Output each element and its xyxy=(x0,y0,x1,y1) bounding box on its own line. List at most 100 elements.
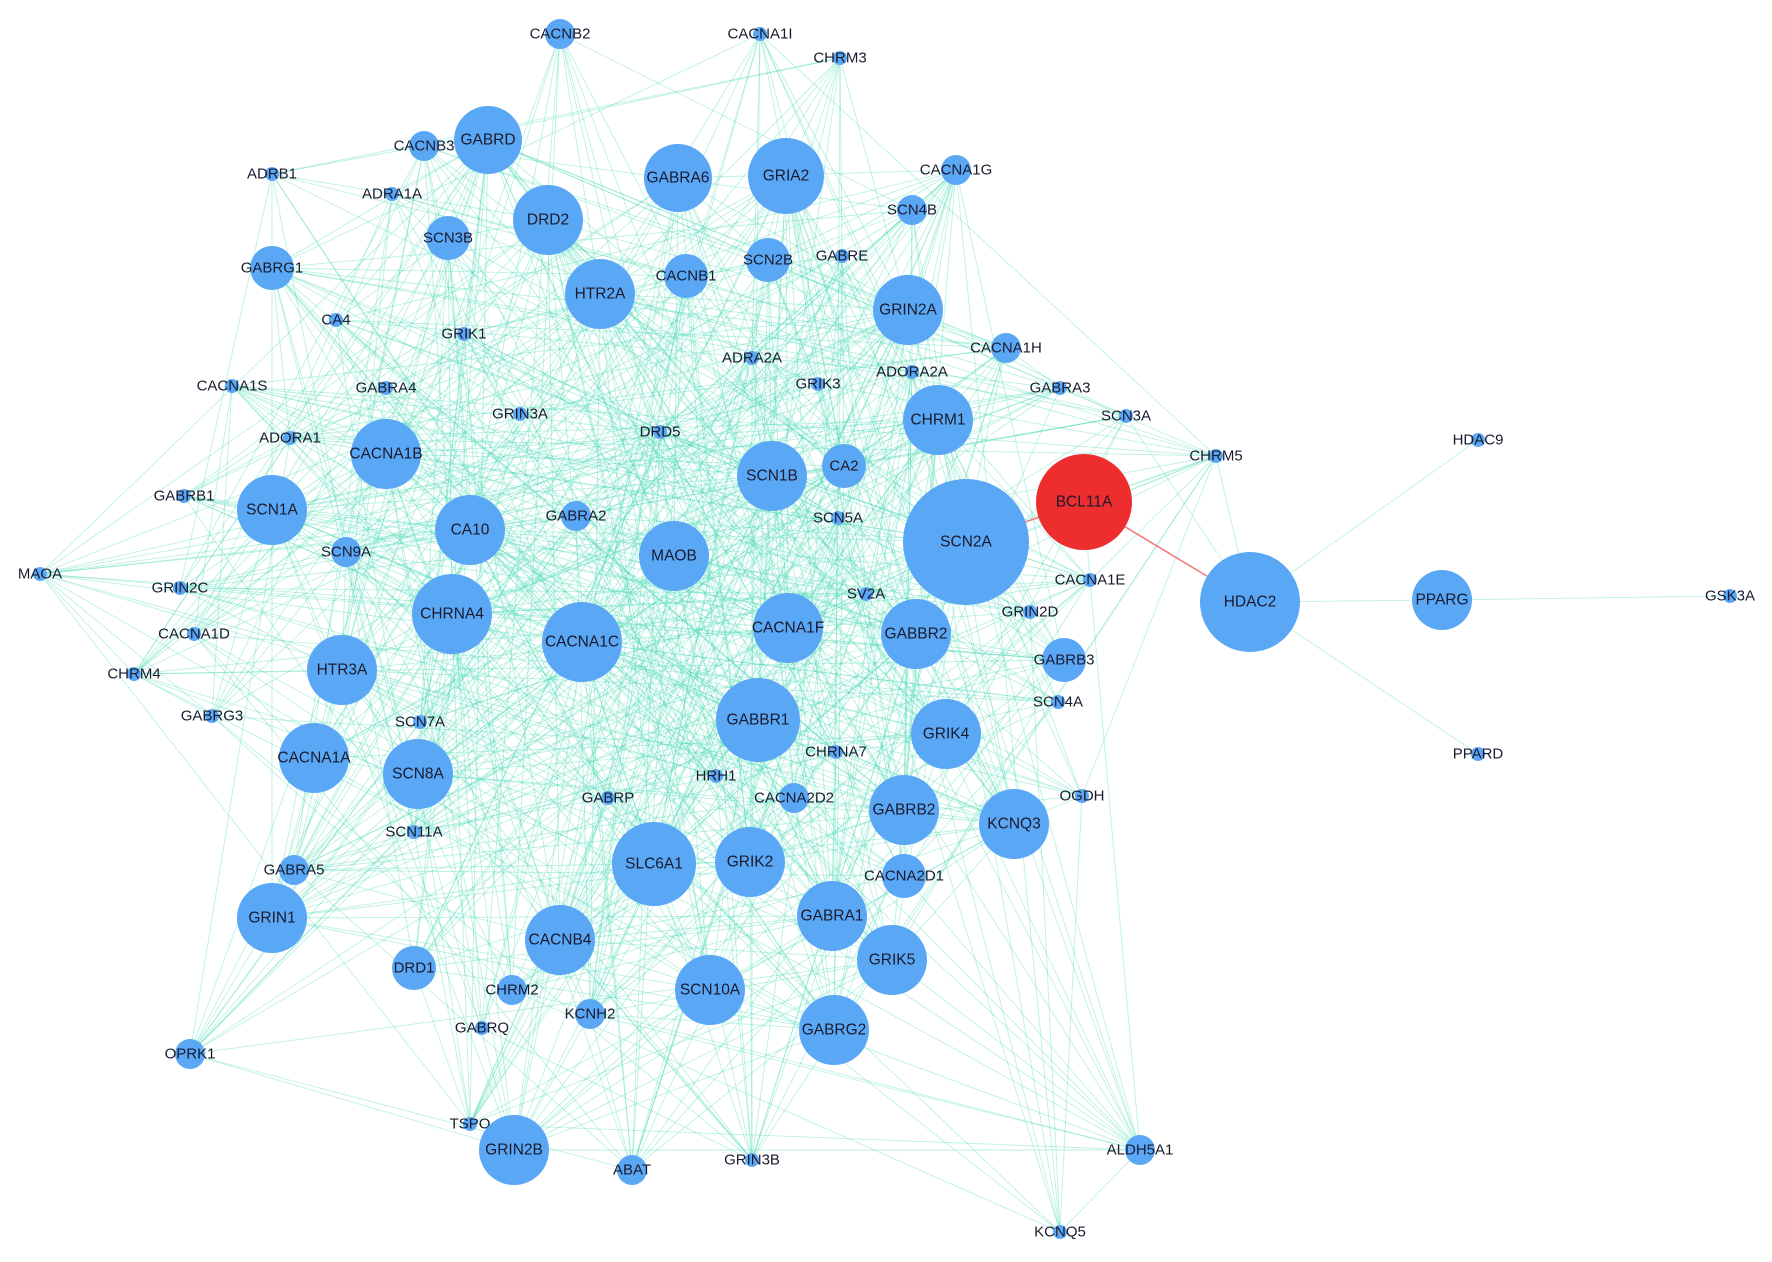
node-cacna1c[interactable]: CACNA1C xyxy=(542,602,622,682)
node-circle[interactable] xyxy=(1023,605,1037,619)
node-cacna2d2[interactable]: CACNA2D2 xyxy=(754,783,834,813)
node-circle[interactable] xyxy=(187,627,201,641)
node-ogdh[interactable]: OGDH xyxy=(1060,788,1105,805)
node-ca4[interactable]: CA4 xyxy=(321,312,350,329)
node-circle[interactable] xyxy=(1200,552,1300,652)
node-slc6a1[interactable]: SLC6A1 xyxy=(612,822,696,906)
node-tspo[interactable]: TSPO xyxy=(450,1116,491,1133)
node-chrm2[interactable]: CHRM2 xyxy=(485,975,539,1005)
node-gabre[interactable]: GABRE xyxy=(816,248,869,265)
node-grin2a[interactable]: GRIN2A xyxy=(873,275,943,345)
node-gabra1[interactable]: GABRA1 xyxy=(797,881,867,951)
node-circle[interactable] xyxy=(542,602,622,682)
node-scn4b[interactable]: SCN4B xyxy=(887,195,937,225)
node-circle[interactable] xyxy=(745,351,759,365)
node-gabra6[interactable]: GABRA6 xyxy=(644,144,712,212)
node-adra1a[interactable]: ADRA1A xyxy=(362,186,422,203)
node-cacna1h[interactable]: CACNA1H xyxy=(970,333,1042,363)
node-gabrb1[interactable]: GABRB1 xyxy=(154,488,215,505)
node-circle[interactable] xyxy=(457,327,471,341)
node-chrna7[interactable]: CHRNA7 xyxy=(805,744,867,761)
node-circle[interactable] xyxy=(383,739,453,809)
node-grin2b[interactable]: GRIN2B xyxy=(479,1115,549,1185)
node-circle[interactable] xyxy=(225,379,239,393)
node-scn3b[interactable]: SCN3B xyxy=(423,216,473,260)
node-cacna2d1[interactable]: CACNA2D1 xyxy=(864,854,944,898)
node-grin3a[interactable]: GRIN3A xyxy=(492,406,548,423)
node-cacna1i[interactable]: CACNA1I xyxy=(727,26,792,43)
node-grik2[interactable]: GRIK2 xyxy=(715,827,785,897)
node-maoa[interactable]: MAOA xyxy=(18,566,62,583)
node-grik1[interactable]: GRIK1 xyxy=(441,326,486,343)
node-circle[interactable] xyxy=(675,955,745,1025)
node-cacna1e[interactable]: CACNA1E xyxy=(1055,572,1126,589)
node-circle[interactable] xyxy=(748,138,824,214)
node-circle[interactable] xyxy=(1119,409,1133,423)
node-scn1b[interactable]: SCN1B xyxy=(737,441,807,511)
node-circle[interactable] xyxy=(831,511,845,525)
node-adora1[interactable]: ADORA1 xyxy=(259,430,321,447)
node-scn10a[interactable]: SCN10A xyxy=(675,955,745,1025)
node-circle[interactable] xyxy=(392,946,436,990)
node-scn4a[interactable]: SCN4A xyxy=(1033,694,1083,711)
node-drd2[interactable]: DRD2 xyxy=(513,185,583,255)
node-circle[interactable] xyxy=(799,995,869,1065)
node-cacna1b[interactable]: CACNA1B xyxy=(349,419,423,489)
node-circle[interactable] xyxy=(1053,381,1067,395)
node-gria2[interactable]: GRIA2 xyxy=(748,138,824,214)
node-hrh1[interactable]: HRH1 xyxy=(696,768,737,785)
node-circle[interactable] xyxy=(1471,747,1485,761)
node-adrb1[interactable]: ADRB1 xyxy=(247,166,297,183)
node-circle[interactable] xyxy=(279,723,349,793)
node-circle[interactable] xyxy=(639,521,709,591)
node-drd5[interactable]: DRD5 xyxy=(640,424,681,441)
node-gabrb2[interactable]: GABRB2 xyxy=(869,775,939,845)
node-circle[interactable] xyxy=(903,479,1029,605)
node-kcnq3[interactable]: KCNQ3 xyxy=(979,789,1049,859)
node-scn8a[interactable]: SCN8A xyxy=(383,739,453,809)
node-drd1[interactable]: DRD1 xyxy=(392,946,436,990)
node-circle[interactable] xyxy=(127,667,141,681)
node-gabra3[interactable]: GABRA3 xyxy=(1030,380,1091,397)
node-circle[interactable] xyxy=(715,827,785,897)
node-circle[interactable] xyxy=(1036,454,1132,550)
node-oprk1[interactable]: OPRK1 xyxy=(165,1039,216,1069)
node-circle[interactable] xyxy=(426,216,470,260)
node-grin2c[interactable]: GRIN2C xyxy=(152,580,209,597)
node-circle[interactable] xyxy=(873,275,943,345)
node-circle[interactable] xyxy=(1125,1135,1155,1165)
node-circle[interactable] xyxy=(644,144,712,212)
node-chrm5[interactable]: CHRM5 xyxy=(1189,448,1242,465)
node-circle[interactable] xyxy=(407,825,421,839)
node-circle[interactable] xyxy=(811,377,825,391)
node-gabbr1[interactable]: GABBR1 xyxy=(716,678,800,762)
node-circle[interactable] xyxy=(1053,1225,1067,1239)
node-scn9a[interactable]: SCN9A xyxy=(321,537,371,567)
node-circle[interactable] xyxy=(351,419,421,489)
node-circle[interactable] xyxy=(664,254,708,298)
node-grin2d[interactable]: GRIN2D xyxy=(1002,604,1059,621)
node-circle[interactable] xyxy=(779,783,809,813)
node-circle[interactable] xyxy=(709,769,723,783)
node-circle[interactable] xyxy=(1083,573,1097,587)
node-circle[interactable] xyxy=(561,501,591,531)
node-scn11a[interactable]: SCN11A xyxy=(385,824,442,841)
node-circle[interactable] xyxy=(283,431,297,445)
node-circle[interactable] xyxy=(513,185,583,255)
node-cacna1f[interactable]: CACNA1F xyxy=(752,593,824,663)
node-ca2[interactable]: CA2 xyxy=(822,444,866,488)
node-circle[interactable] xyxy=(435,495,505,565)
node-circle[interactable] xyxy=(753,27,767,41)
node-cacnb2[interactable]: CACNB2 xyxy=(530,19,591,49)
node-circle[interactable] xyxy=(307,635,377,705)
node-gabra5[interactable]: GABRA5 xyxy=(264,855,325,885)
node-adra2a[interactable]: ADRA2A xyxy=(722,350,782,367)
node-gabrp[interactable]: GABRP xyxy=(582,790,635,807)
node-circle[interactable] xyxy=(881,599,951,669)
node-circle[interactable] xyxy=(525,905,595,975)
node-circle[interactable] xyxy=(833,51,847,65)
node-circle[interactable] xyxy=(409,131,439,161)
node-hdac2[interactable]: HDAC2 xyxy=(1200,552,1300,652)
node-gabra2[interactable]: GABRA2 xyxy=(546,501,607,531)
node-circle[interactable] xyxy=(513,407,527,421)
